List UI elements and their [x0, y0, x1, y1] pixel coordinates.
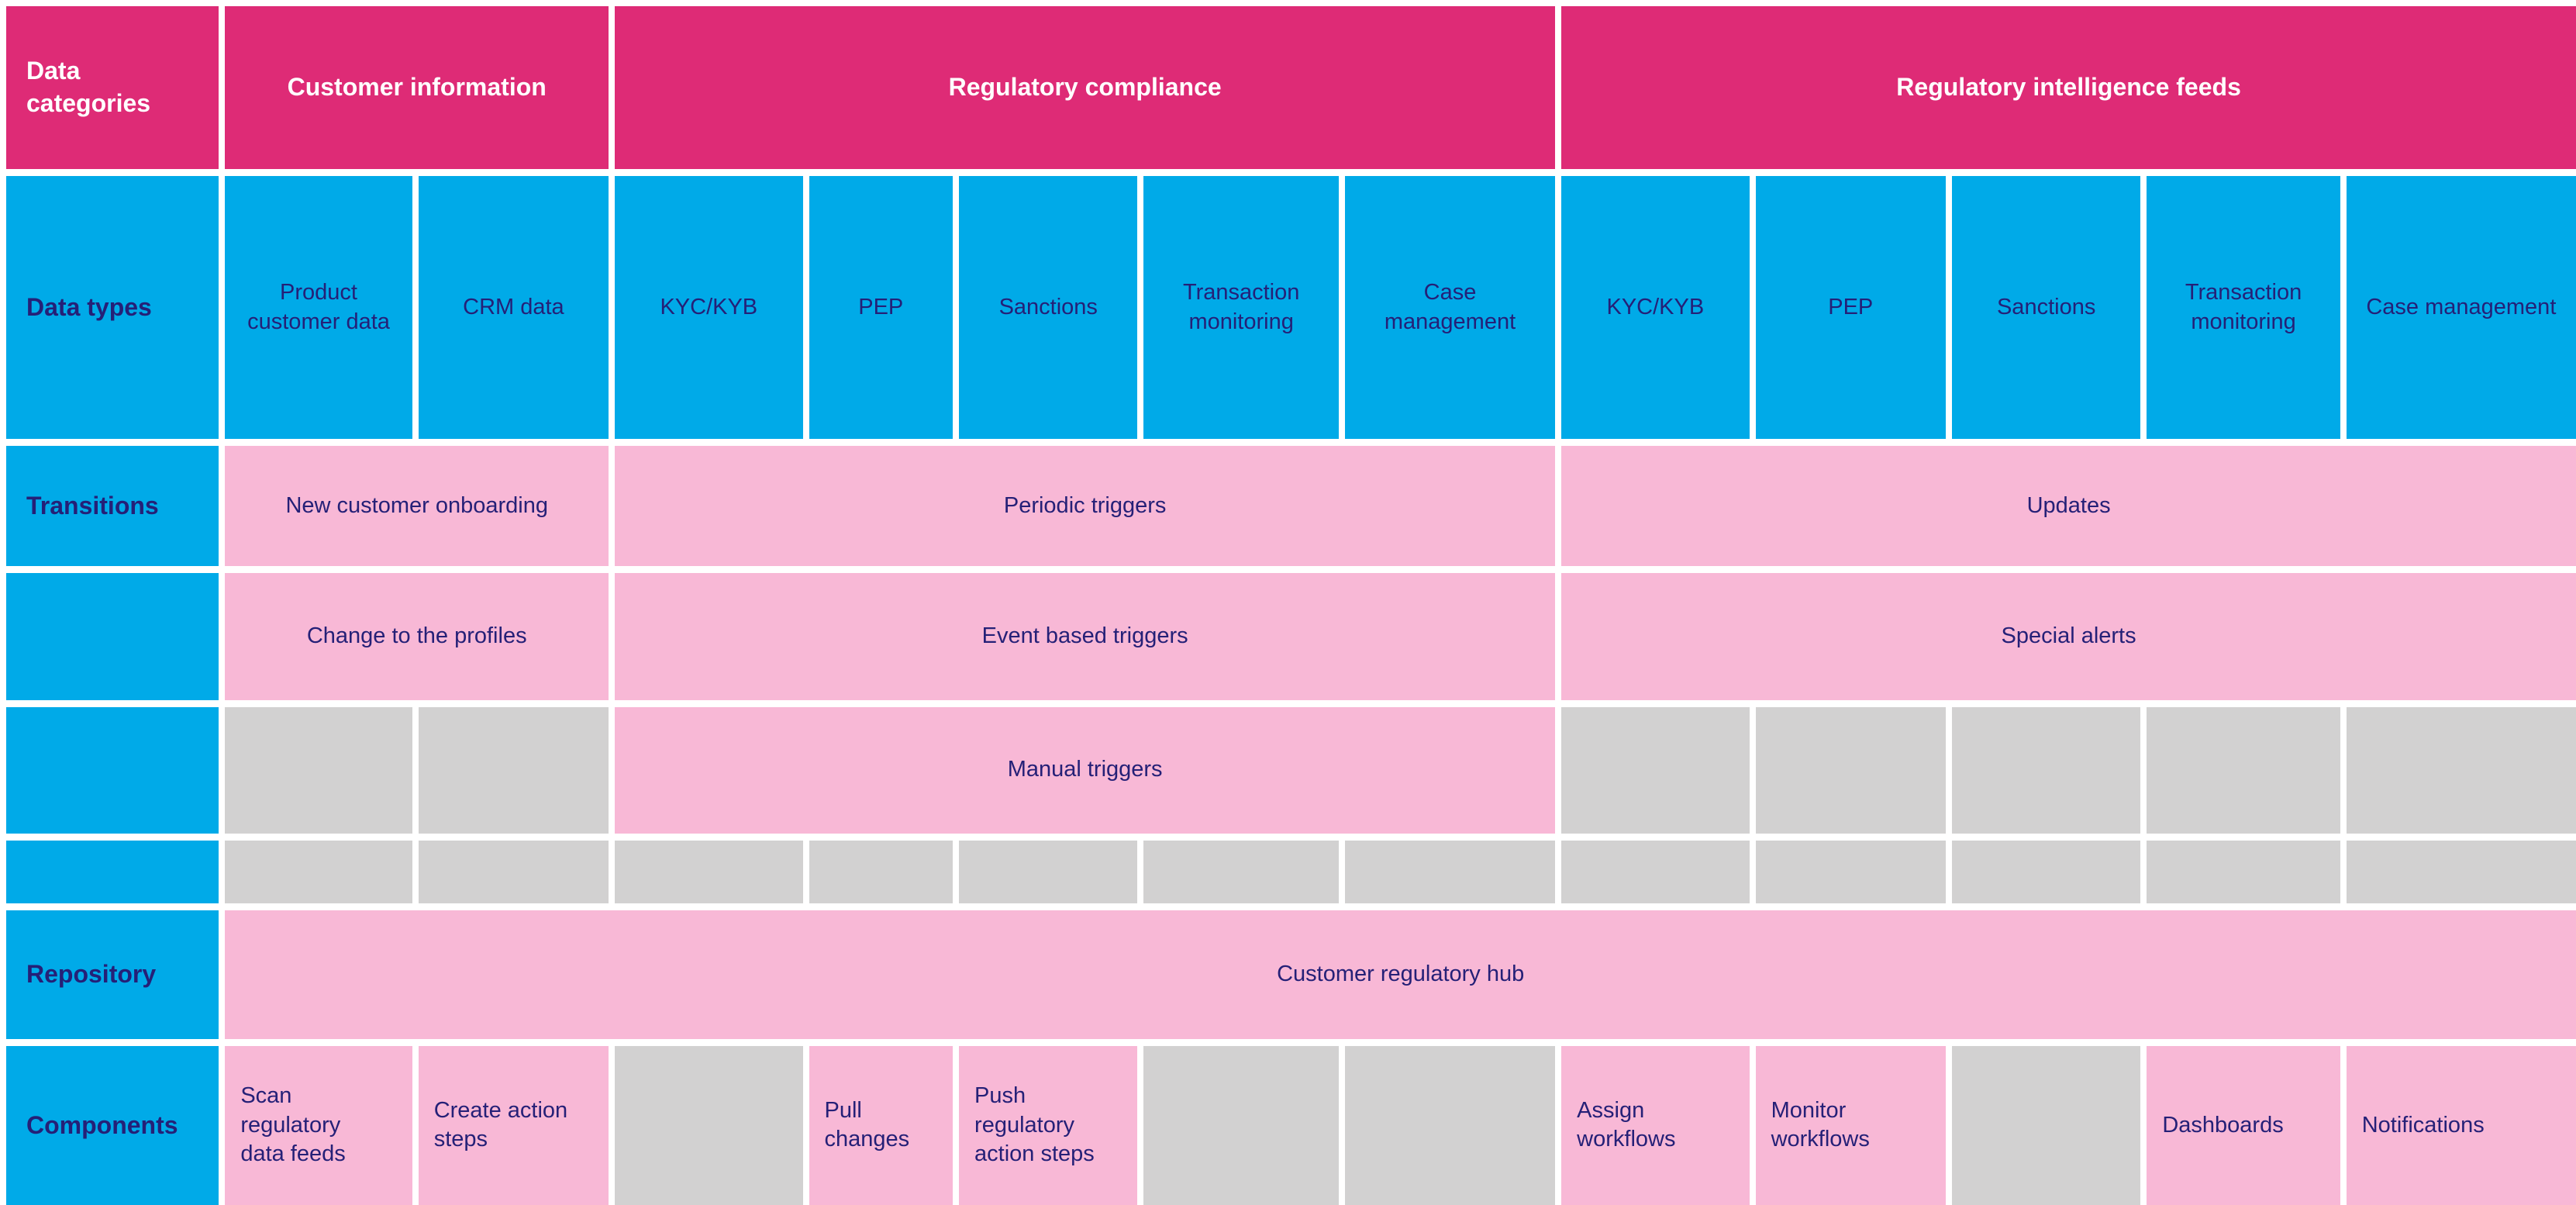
- data-type-crm-data: CRM data: [418, 176, 609, 440]
- transition-event-based-triggers: Event based triggers: [615, 573, 1556, 700]
- empty-cell: [959, 840, 1138, 903]
- empty-cell: [1344, 1045, 1556, 1205]
- component-scan-regulatory-data-feeds: Scan regulatory data feeds: [225, 1045, 412, 1205]
- data-type-transaction-monitoring-compliance: Transaction monitoring: [1143, 176, 1339, 440]
- row-label-spacer-thin: [6, 840, 219, 903]
- empty-cell: [1951, 1045, 2141, 1205]
- header-customer-information: Customer information: [225, 6, 609, 170]
- transition-change-to-the-profiles: Change to the profiles: [225, 573, 609, 700]
- row-label-transitions: Transitions: [6, 446, 219, 567]
- empty-cell: [1951, 840, 2141, 903]
- empty-cell: [2147, 706, 2340, 834]
- empty-cell: [225, 706, 412, 834]
- component-dashboards: Dashboards: [2147, 1045, 2340, 1205]
- empty-cell: [1344, 840, 1556, 903]
- empty-cell: [225, 840, 412, 903]
- transition-manual-triggers: Manual triggers: [615, 706, 1556, 834]
- transition-updates: Updates: [1561, 446, 2576, 567]
- data-type-sanctions-compliance: Sanctions: [959, 176, 1138, 440]
- data-type-transaction-monitoring-intelligence: Transaction monitoring: [2147, 176, 2340, 440]
- header-regulatory-compliance: Regulatory compliance: [615, 6, 1556, 170]
- data-type-case-management-intelligence: Case management: [2346, 176, 2576, 440]
- empty-cell: [418, 706, 609, 834]
- empty-cell: [1561, 840, 1750, 903]
- data-type-case-management-compliance: Case management: [1344, 176, 1556, 440]
- empty-cell: [418, 840, 609, 903]
- empty-cell: [1561, 706, 1750, 834]
- header-regulatory-intelligence-feeds: Regulatory intelligence feeds: [1561, 6, 2576, 170]
- row-label-spacer-transitions-3: [6, 706, 219, 834]
- data-type-kyc-kyb-compliance: KYC/KYB: [615, 176, 803, 440]
- transition-special-alerts: Special alerts: [1561, 573, 2576, 700]
- component-create-action-steps: Create action steps: [418, 1045, 609, 1205]
- data-type-kyc-kyb-intelligence: KYC/KYB: [1561, 176, 1750, 440]
- component-notifications: Notifications: [2346, 1045, 2576, 1205]
- repository-customer-regulatory-hub: Customer regulatory hub: [225, 910, 2576, 1039]
- empty-cell: [1755, 840, 1946, 903]
- data-type-product-customer-data: Product customer data: [225, 176, 412, 440]
- empty-cell: [1143, 1045, 1339, 1205]
- empty-cell: [1755, 706, 1946, 834]
- row-label-repository: Repository: [6, 910, 219, 1039]
- component-push-regulatory-action-steps: Push regulatory action steps: [959, 1045, 1138, 1205]
- data-type-sanctions-intelligence: Sanctions: [1951, 176, 2141, 440]
- component-assign-workflows: Assign workflows: [1561, 1045, 1750, 1205]
- transition-new-customer-onboarding: New customer onboarding: [225, 446, 609, 567]
- empty-cell: [1143, 840, 1339, 903]
- empty-cell: [809, 840, 953, 903]
- data-type-pep-compliance: PEP: [809, 176, 953, 440]
- empty-cell: [615, 840, 803, 903]
- empty-cell: [2147, 840, 2340, 903]
- row-label-components: Components: [6, 1045, 219, 1205]
- row-label-spacer-transitions-2: [6, 573, 219, 700]
- empty-cell: [615, 1045, 803, 1205]
- component-pull-changes: Pull changes: [809, 1045, 953, 1205]
- data-type-pep-intelligence: PEP: [1755, 176, 1946, 440]
- header-data-categories: Data categories: [6, 6, 219, 170]
- empty-cell: [2346, 706, 2576, 834]
- empty-cell: [1951, 706, 2141, 834]
- transition-periodic-triggers: Periodic triggers: [615, 446, 1556, 567]
- row-label-data-types: Data types: [6, 176, 219, 440]
- component-monitor-workflows: Monitor workflows: [1755, 1045, 1946, 1205]
- empty-cell: [2346, 840, 2576, 903]
